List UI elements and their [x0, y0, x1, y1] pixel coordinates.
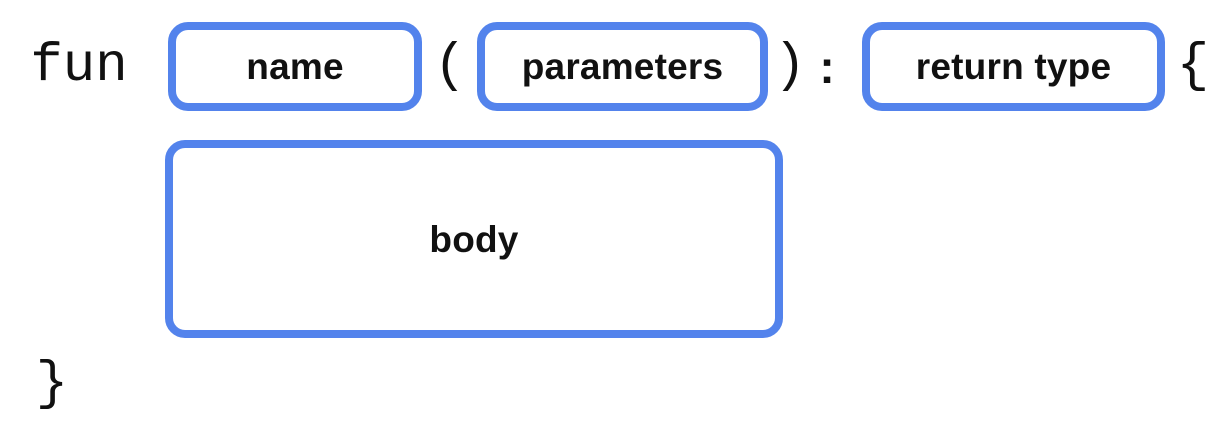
- name-label: name: [246, 46, 344, 87]
- close-paren: ): [773, 35, 807, 97]
- body-label: body: [429, 218, 519, 260]
- name-box: name: [168, 22, 422, 111]
- open-brace: {: [1176, 35, 1210, 97]
- parameters-label: parameters: [521, 46, 724, 87]
- parameters-box: parameters: [477, 22, 768, 111]
- return-type-box: return type: [862, 22, 1165, 111]
- body-box: body: [165, 140, 783, 338]
- colon-token: :: [819, 40, 835, 93]
- open-paren: (: [433, 35, 467, 97]
- return-type-label: return type: [915, 46, 1112, 87]
- close-brace: }: [35, 354, 69, 415]
- fun-keyword: fun: [30, 35, 128, 97]
